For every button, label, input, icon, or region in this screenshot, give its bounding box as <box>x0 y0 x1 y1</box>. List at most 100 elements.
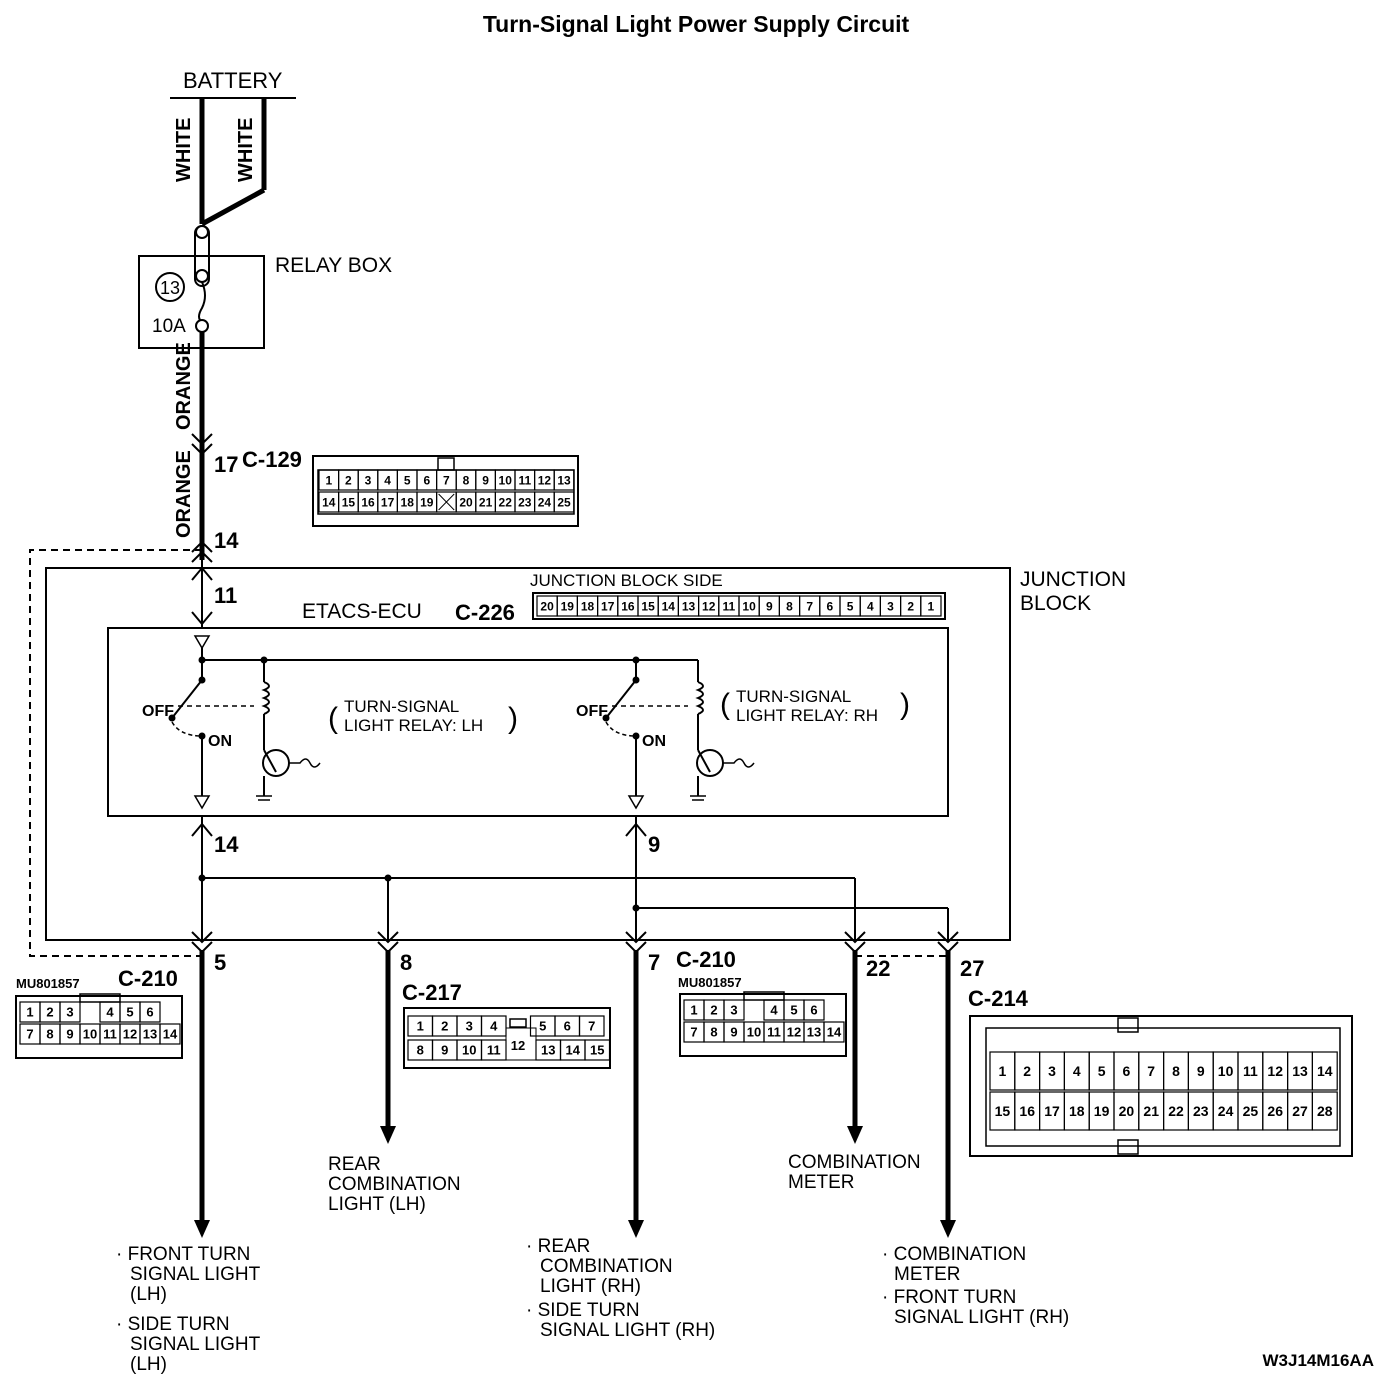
connector-cavity <box>584 1039 611 1061</box>
pin-number: 10 <box>83 1027 97 1042</box>
c129-pin-14: 14 <box>214 528 239 553</box>
connector-cavity <box>139 1001 161 1023</box>
c217-label: C-217 <box>402 980 462 1005</box>
pin-number: 16 <box>361 495 375 509</box>
pin-number: 26 <box>1267 1103 1283 1119</box>
pin-number: 13 <box>541 1043 555 1058</box>
dest-rear-rh-2: COMBINATION <box>540 1256 673 1277</box>
pin-number: 3 <box>466 1019 473 1034</box>
pin-number: 7 <box>806 599 813 613</box>
pin-number: 15 <box>641 599 655 613</box>
pin-number: 19 <box>561 599 575 613</box>
pin-number: 8 <box>463 473 470 487</box>
battery-wires: WHITE WHITE <box>173 98 267 227</box>
pin-number: 23 <box>518 495 532 509</box>
pin-number: 12 <box>123 1027 137 1042</box>
pin-number: 12 <box>538 473 552 487</box>
pin-number: 10 <box>747 1025 761 1040</box>
pin-number: 3 <box>66 1005 73 1020</box>
dest-meter-2: METER <box>788 1172 855 1193</box>
fuse-number-circle <box>155 272 185 302</box>
connector-cavity <box>553 469 575 491</box>
pin-number: 7 <box>443 473 450 487</box>
pin-number: 9 <box>730 1025 737 1040</box>
pin-number: 27 <box>1292 1103 1308 1119</box>
connector-cavity <box>803 999 825 1021</box>
pin-number: 6 <box>564 1019 571 1034</box>
relay-lh-off: OFF <box>142 703 174 720</box>
pin-number: 1 <box>417 1019 424 1034</box>
pin-number: 11 <box>723 599 736 613</box>
relay-box: RELAY BOX 13 10A <box>138 225 392 349</box>
pin-number: 10 <box>499 473 513 487</box>
pin-number: 3 <box>887 599 894 613</box>
pin-number: 17 <box>381 495 395 509</box>
pin-number: 13 <box>1292 1063 1308 1079</box>
c210-left-part: MU801857 <box>16 976 80 991</box>
pin-number: 24 <box>538 495 552 509</box>
junction-block-label-2: BLOCK <box>1020 592 1091 615</box>
junction-block-label-1: JUNCTION <box>1020 568 1126 591</box>
relay-rh-off: OFF <box>576 703 608 720</box>
dest-lh-front-2: SIGNAL LIGHT <box>130 1264 261 1285</box>
dest-lh-side-2: SIGNAL LIGHT <box>130 1334 261 1355</box>
out-pin-27: 27 <box>960 956 984 981</box>
pin-number: 28 <box>1317 1103 1333 1119</box>
pin-number: 9 <box>441 1043 448 1058</box>
connector-cavity <box>553 491 575 513</box>
connector-cavity <box>505 1027 537 1061</box>
dest-side-rh-2: SIGNAL LIGHT (RH) <box>540 1320 715 1341</box>
pin-number: 12 <box>511 1038 525 1053</box>
pin-number: 6 <box>810 1003 817 1018</box>
connector-cavity <box>159 1023 181 1045</box>
pin-number: 23 <box>1193 1103 1209 1119</box>
c129-pin-17: 17 <box>214 452 238 477</box>
pin-number: 17 <box>601 599 615 613</box>
pin-number: 15 <box>995 1103 1011 1119</box>
pin-number: 21 <box>1143 1103 1159 1119</box>
connector-cavity <box>59 1001 81 1023</box>
pin-number: 8 <box>710 1025 717 1040</box>
fuse-number: 13 <box>160 278 180 298</box>
relay-rh-line1: TURN-SIGNAL <box>736 687 851 706</box>
wire-color-orange-1: ORANGE <box>173 342 195 430</box>
pin-number: 13 <box>143 1027 157 1042</box>
pin-number: 11 <box>518 473 531 487</box>
pin-number: 2 <box>1023 1063 1031 1079</box>
pin-number: 9 <box>766 599 773 613</box>
pin-number: 10 <box>462 1043 476 1058</box>
relay-lh-on: ON <box>208 733 232 750</box>
dest-front-rh-1: · FRONT TURN <box>882 1287 1016 1308</box>
relay-lh-line2: LIGHT RELAY: LH <box>344 716 483 735</box>
pin-number: 14 <box>827 1025 842 1040</box>
wire-color-white-1: WHITE <box>173 118 195 182</box>
pin-number: 7 <box>26 1027 33 1042</box>
pin-number: 2 <box>710 1003 717 1018</box>
fuse-rating: 10A <box>152 316 186 337</box>
dest-rear-rh-3: LIGHT (RH) <box>540 1276 641 1297</box>
pin-number: 7 <box>588 1019 595 1034</box>
wire-color-white-2: WHITE <box>235 118 257 182</box>
c210-left-label: C-210 <box>118 966 178 991</box>
out-pin-22: 22 <box>866 956 890 981</box>
pin-number: 4 <box>770 1003 778 1018</box>
pin-number: 5 <box>126 1005 133 1020</box>
dest-lh-front-3: (LH) <box>130 1284 167 1305</box>
etacs-label: ETACS-ECU <box>302 600 422 623</box>
pin-number: 4 <box>106 1005 114 1020</box>
pin-number: 5 <box>790 1003 797 1018</box>
pin-number: 11 <box>487 1043 501 1058</box>
pin-number: 13 <box>807 1025 821 1040</box>
pin-number: 18 <box>401 495 415 509</box>
pin-number: 20 <box>1119 1103 1135 1119</box>
orange-wire: ORANGE ORANGE 17 C-129 14 <box>173 332 302 563</box>
pin-number: 8 <box>417 1043 424 1058</box>
etacs-pin-11: 11 <box>214 583 237 608</box>
dest-rear-rh-1: · REAR <box>526 1236 590 1257</box>
dest-rear-lh-3: LIGHT (LH) <box>328 1194 426 1215</box>
pin-number: 13 <box>682 599 696 613</box>
pin-number: 15 <box>590 1043 604 1058</box>
